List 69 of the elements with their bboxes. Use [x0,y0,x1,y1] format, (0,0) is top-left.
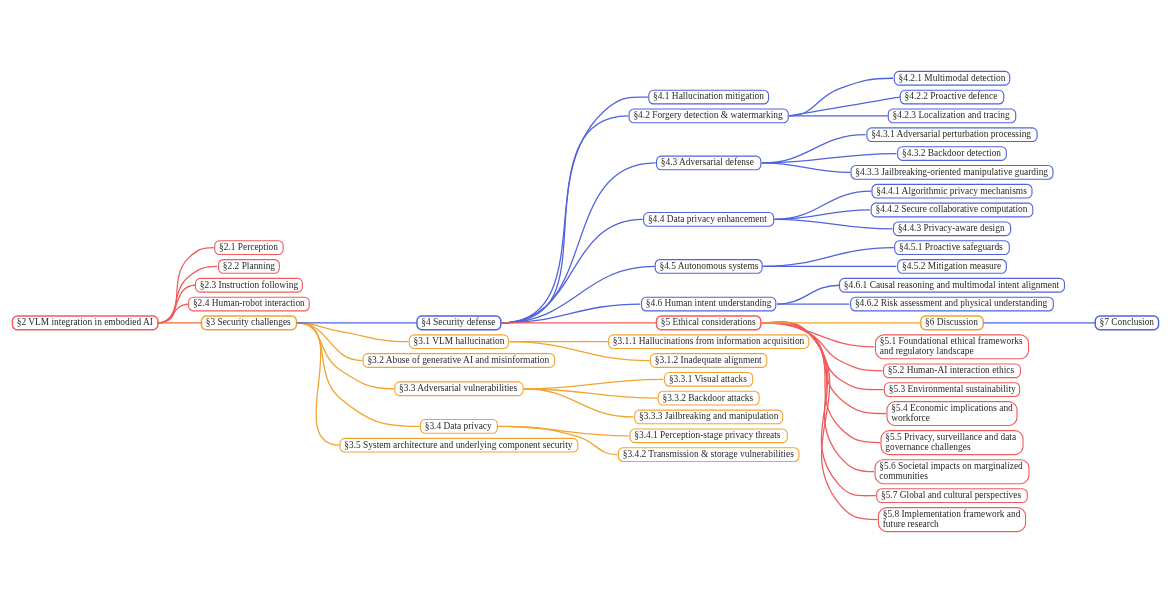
node-box: §2.1 Perception [214,240,284,255]
node-box: §4.1 Hallucination mitigation [648,89,770,105]
node-box: §4.3 Adversarial defense [655,155,762,171]
node-box: §4.4.1 Algorithmic privacy mechanisms [871,183,1033,199]
connector [760,322,922,324]
connector [295,322,418,324]
node-box: §4.6.2 Risk assessment and physical understanding [850,296,1054,312]
connector [497,425,618,456]
node-box: §3 Security challenges [200,315,298,331]
node-box: §4.6.1 Causal reasoning and multimodal intent alignment [838,277,1066,293]
node-box: §4.3.1 Adversarial perturbation processing [866,127,1038,143]
node-box: §4.3.2 Backdoor detection [897,146,1007,161]
connector [788,96,901,117]
connector [788,115,889,117]
connector [508,341,651,362]
node-box: §4.4 Data privacy enhancement [643,212,775,227]
node-box: §3.2 Abuse of generative AI and misinformation [362,353,556,368]
connector [523,388,635,418]
node-box: §3.3.3 Jailbreaking and manipulation [634,409,784,425]
connector [501,162,657,324]
connector [157,322,203,324]
connector [761,265,898,268]
node-box: §4.5.1 Proactive safeguards [894,240,1010,255]
node-box: §4.5.2 Mitigation measure [897,259,1007,274]
node-box: §3.3 Adversarial vulnerabilities [394,381,524,397]
node-box: §3.3.2 Backdoor attacks [657,390,760,406]
node-box: §3.1.2 Inadequate alignment [649,353,768,368]
node-box: §2.2 Planning [218,259,280,274]
connector [776,303,850,305]
node-box: §5.6 Societal impacts on marginalized communities [874,459,1030,485]
node-box: §3.5 System architecture and underlying component security [339,437,579,453]
connector [296,322,421,427]
connector [157,265,218,324]
node-box: §4.4.2 Secure collaborative computation [870,202,1034,218]
connector [761,162,851,173]
node-box: §7 Conclusion [1094,315,1160,331]
node-box: §4.2.2 Proactive defence [899,89,1005,105]
node-box: §4.3.3 Jailbreaking-oriented manipulative guarding [850,164,1054,180]
node-box: §4.5 Autonomous systems [654,259,763,274]
node-box: §4.2.1 Multimodal detection [893,70,1011,86]
node-box: §5.2 Human-AI interaction ethics [883,363,1021,379]
node-box: §5.7 Global and cultural perspectives [876,488,1028,504]
node-box: §3.4.2 Transmission & storage vulnerabilities [617,447,800,462]
node-box: §3.4 Data privacy [419,418,498,434]
connector [773,218,893,230]
node-box: §4.4.3 Privacy-aware design [892,221,1012,237]
node-box: §2.3 Instruction following [194,277,303,293]
node-box: §5.4 Economic implications and workforce [886,401,1018,427]
node-box: §3.1 VLM hallucination [408,334,510,350]
connector [982,322,1096,324]
node-box: §2.4 Human-robot interaction [188,296,310,312]
node-box: §3.1.1 Hallucinations from information acquisition [608,334,810,350]
node-box: §2 VLM integration in embodied AI [11,315,159,331]
connector [500,322,657,324]
connector [788,77,894,117]
node-box: §5 Ethical considerations [655,315,762,331]
node-box: §5.1 Foundational ethical frameworks and regulatory landscape [874,334,1030,360]
node-box: §4.2.3 Localization and tracing [887,108,1017,124]
node-box: §4 Security defense [416,315,502,331]
node-box: §5.5 Privacy, surveillance and data governance challenges [880,430,1024,456]
node-box: §3.3.1 Visual attacks [664,371,754,387]
node-box: §3.4.1 Perception-stage privacy threats [629,428,788,444]
node-box: §5.8 Implementation framework and future research [877,507,1027,533]
connector [157,247,215,324]
node-box: §5.3 Environmental sustainability [883,382,1021,397]
node-box: §4.2 Forgery detection & watermarking [628,108,789,124]
node-box: §4.6 Human intent understanding [640,296,777,312]
connector [501,265,656,324]
node-box: §6 Discussion [920,315,984,331]
